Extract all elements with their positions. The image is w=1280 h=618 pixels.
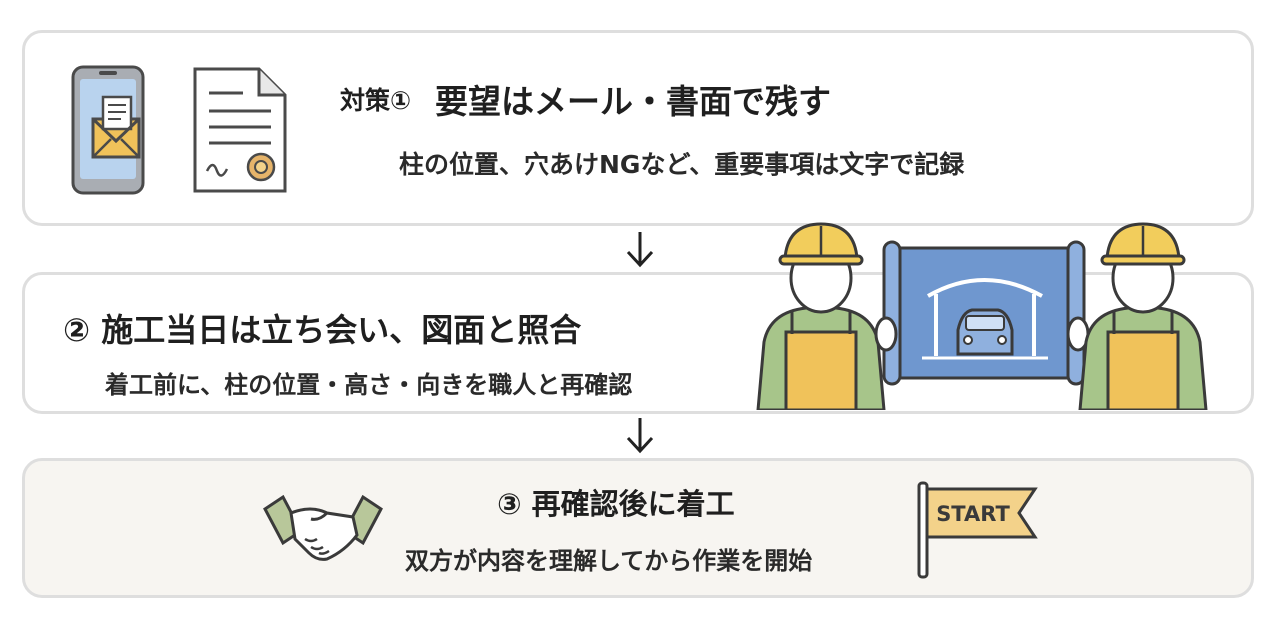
step-1-subtitle: 柱の位置、穴あけNGなど、重要事項は文字で記録 [399, 150, 965, 179]
worker-left-icon [756, 222, 886, 410]
step-3-title: ③ 再確認後に着工 [497, 487, 735, 521]
step-1-title: 要望はメール・書面で残す [435, 82, 831, 121]
start-flag-label: START [936, 502, 1010, 526]
blueprint-icon [882, 240, 1086, 386]
start-flag-icon: START [917, 481, 1038, 579]
handshake-icon [263, 494, 383, 561]
arrow-down-icon [626, 418, 654, 454]
step-2-subtitle: 着工前に、柱の位置・高さ・向きを職人と再確認 [105, 371, 633, 399]
arrow-down-icon [626, 232, 654, 268]
step-card-1: 対策① 要望はメール・書面で残す 柱の位置、穴あけNGなど、重要事項は文字で記録 [22, 30, 1254, 226]
step-2-title: ② 施工当日は立ち会い、図面と照合 [63, 311, 582, 349]
step-1-prefix: 対策① [340, 86, 412, 115]
step-3-subtitle: 双方が内容を理解してから作業を開始 [405, 547, 813, 575]
worker-right-icon [1078, 222, 1208, 410]
workers-blueprint-illustration [756, 222, 1208, 410]
smartphone-mail-icon [71, 65, 145, 195]
document-seal-icon [193, 67, 287, 193]
step-card-2: ② 施工当日は立ち会い、図面と照合 着工前に、柱の位置・高さ・向きを職人と再確認 [22, 272, 1254, 414]
step-card-3: ③ 再確認後に着工 双方が内容を理解してから作業を開始 START [22, 458, 1254, 598]
